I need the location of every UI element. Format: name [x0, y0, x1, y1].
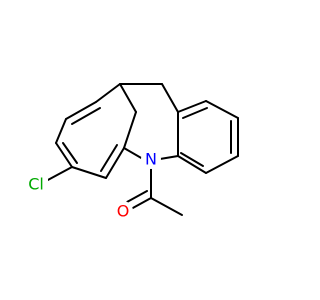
- nitrogen-label: N: [145, 150, 157, 169]
- bond-left-ring-1: [95, 83, 121, 103]
- bond-left-ring-6: [105, 147, 125, 179]
- bond-right-ring-5-inner: [180, 152, 204, 167]
- molecule-drawing: N O Cl: [24, 83, 239, 221]
- bond-left-ring-2-inner: [71, 107, 101, 125]
- bond-right-ring-5: [177, 155, 207, 174]
- bond-left-ring-4-inner: [62, 142, 78, 164]
- bond-c-n-right: [159, 155, 179, 160]
- oxygen-label: O: [117, 202, 130, 221]
- bond-bridge-right: [161, 83, 179, 113]
- atom-labels: N O Cl: [24, 149, 161, 221]
- bond-bridge-left: [119, 83, 137, 113]
- bond-left-ring-2: [65, 101, 97, 120]
- bond-left-ring-3: [55, 118, 67, 144]
- chlorine-atom: Cl: [24, 174, 48, 194]
- bond-left-ring-4: [55, 142, 73, 168]
- bond-carbonyl-o-1: [130, 197, 152, 210]
- bond-carbonyl-methyl: [150, 197, 183, 216]
- bond-carbonyl-o-2: [126, 190, 148, 203]
- bond-right-ring-2: [205, 100, 239, 119]
- bond-right-ring-4: [205, 155, 239, 174]
- bond-right-ring-1: [177, 100, 207, 113]
- oxygen-atom: O: [113, 201, 133, 221]
- bond-left-ring-7: [123, 111, 137, 149]
- bond-c-n-left: [123, 147, 144, 160]
- bond-left-ring-5: [71, 166, 107, 179]
- nitrogen-atom: N: [141, 149, 161, 169]
- bonds: [45, 83, 239, 216]
- bond-right-ring-1-inner: [182, 107, 208, 119]
- chlorine-label: Cl: [28, 175, 44, 194]
- bond-left-ring-6-inner: [100, 144, 118, 172]
- structure-diagram: N O Cl: [24, 83, 239, 221]
- bond-c-cl: [45, 166, 73, 182]
